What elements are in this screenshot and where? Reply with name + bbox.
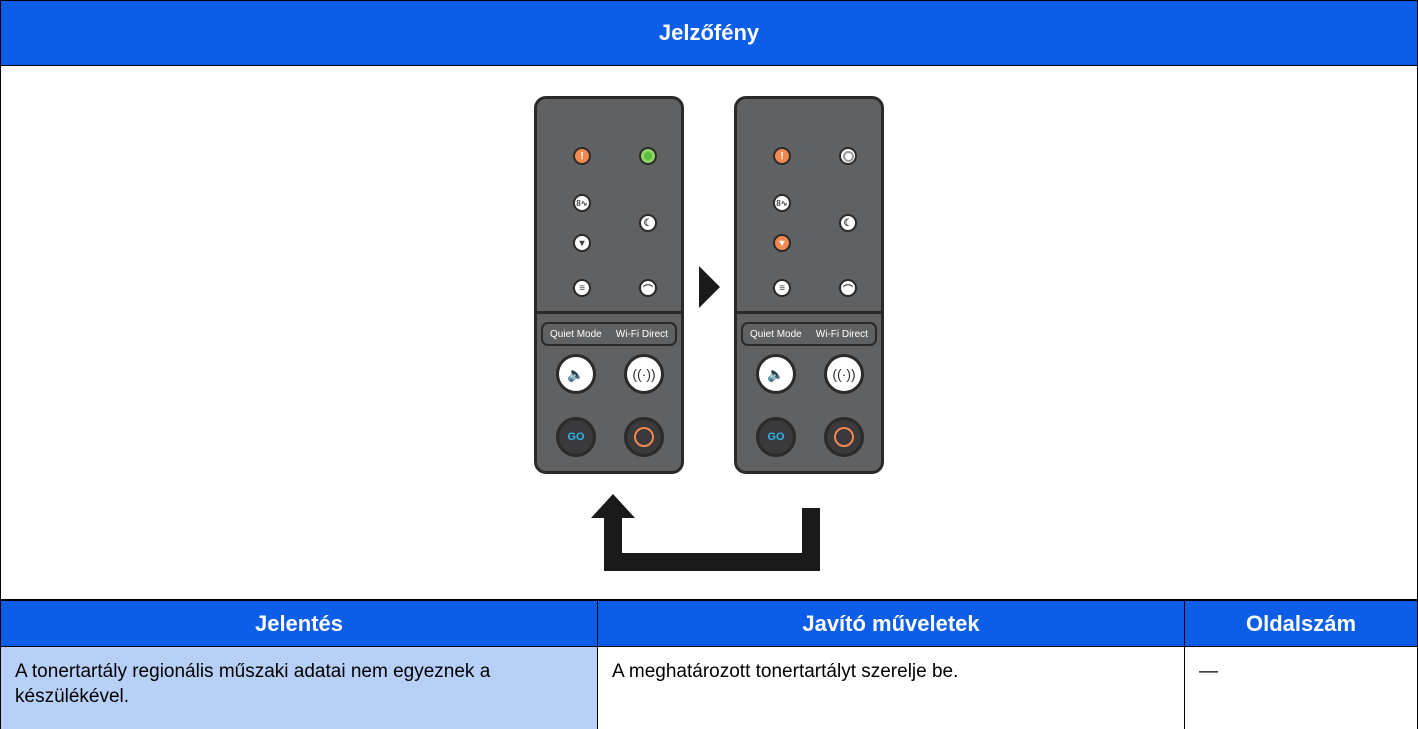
stop-button[interactable] — [824, 417, 864, 457]
toner-icon: ▾ — [773, 234, 791, 252]
paper-jam-icon: 8∿ — [773, 194, 791, 212]
operation-panel-left: ! 8∿ ☾ ▾ ≡ ⌒ Quiet Mode Wi-Fi Direct 🔈 (… — [534, 96, 684, 474]
info-table: Jelentés Javító műveletek Oldalszám A to… — [0, 600, 1418, 729]
go-label: GO — [767, 431, 785, 443]
attention-led: ! — [573, 147, 591, 165]
return-arrow-icon — [591, 494, 820, 571]
go-button[interactable]: GO — [556, 417, 596, 457]
header-page: Oldalszám — [1184, 600, 1418, 647]
button-labels: Quiet Mode Wi-Fi Direct — [541, 322, 677, 346]
quiet-mode-label: Quiet Mode — [550, 328, 602, 340]
attention-led: ! — [773, 147, 791, 165]
sleep-moon-icon: ☾ — [639, 214, 657, 232]
toner-icon: ▾ — [573, 234, 591, 252]
go-button[interactable]: GO — [756, 417, 796, 457]
arrow-right-icon — [699, 266, 720, 308]
sleep-moon-icon: ☾ — [839, 214, 857, 232]
go-label: GO — [567, 431, 585, 443]
indicator-title: Jelzőfény — [0, 0, 1418, 66]
ready-led — [639, 147, 657, 165]
indicator-figure: ! 8∿ ☾ ▾ ≡ ⌒ Quiet Mode Wi-Fi Direct 🔈 (… — [0, 66, 1418, 600]
header-meaning: Jelentés — [0, 600, 598, 647]
operation-panel-right: ! 8∿ ☾ ▾ ≡ ⌒ Quiet Mode Wi-Fi Direct 🔈 (… — [734, 96, 884, 474]
wifi-direct-label: Wi-Fi Direct — [615, 328, 668, 340]
wifi-icon: ⌒ — [639, 279, 657, 297]
button-labels: Quiet Mode Wi-Fi Direct — [741, 322, 877, 346]
cell-page: — — [1184, 647, 1418, 729]
wifi-direct-button[interactable]: ((·)) — [624, 354, 664, 394]
cell-action: A meghatározott tonertartályt szerelje b… — [597, 647, 1185, 729]
ready-led — [839, 147, 857, 165]
stop-button[interactable] — [624, 417, 664, 457]
wifi-icon: ⌒ — [839, 279, 857, 297]
paper-tray-icon: ≡ — [773, 279, 791, 297]
quiet-mode-button[interactable]: 🔈 — [556, 354, 596, 394]
wifi-direct-label: Wi-Fi Direct — [815, 328, 868, 340]
quiet-mode-label: Quiet Mode — [750, 328, 802, 340]
wifi-direct-button[interactable]: ((·)) — [824, 354, 864, 394]
paper-tray-icon: ≡ — [573, 279, 591, 297]
panel-divider — [537, 311, 681, 314]
cell-meaning: A tonertartály regionális műszaki adatai… — [0, 647, 598, 729]
panel-divider — [737, 311, 881, 314]
paper-jam-icon: 8∿ — [573, 194, 591, 212]
header-action: Javító műveletek — [597, 600, 1185, 647]
quiet-mode-button[interactable]: 🔈 — [756, 354, 796, 394]
